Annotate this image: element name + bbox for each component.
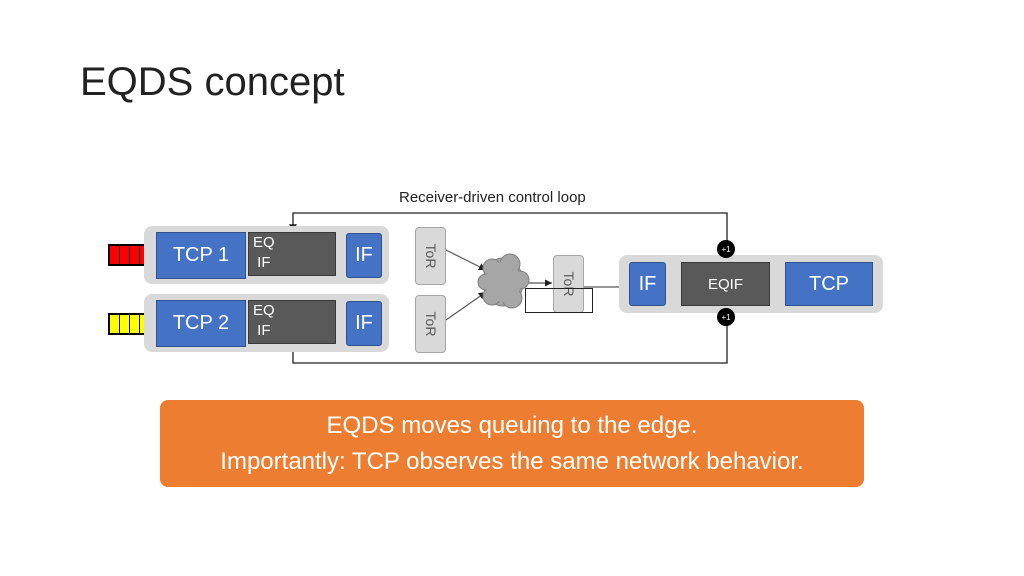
sender-2-if-box: IF [346, 301, 382, 346]
sender-2-tcp-box: TCP 2 [156, 300, 246, 347]
control-loop-top-line [289, 212, 728, 243]
eq-label: EQ [253, 302, 275, 319]
callout-line-2: Importantly: TCP observes the same netwo… [220, 447, 804, 475]
queue-slot [110, 315, 119, 333]
receiver-tor: ToR [553, 255, 584, 313]
sender-1-if-box: IF [346, 233, 382, 278]
receiver-eqif-box: EQIF [681, 262, 770, 306]
queue-slot [120, 246, 129, 264]
if-label: IF [257, 254, 271, 271]
sender-2-eq-if-box: EQ IF [248, 300, 336, 344]
network-cloud [477, 253, 530, 309]
sender-2-tor: ToR [415, 295, 446, 353]
queue-slot [130, 315, 139, 333]
sender-1-tor: ToR [415, 227, 446, 285]
sender-1-tcp-box: TCP 1 [156, 232, 246, 279]
credit-bottom-badge: +1 [717, 308, 735, 326]
receiver-if-box: IF [629, 262, 666, 306]
slide-title: EQDS concept [80, 60, 345, 104]
credit-top-badge: +1 [717, 240, 735, 258]
tor-label: ToR [422, 243, 439, 269]
queue-slot [120, 315, 129, 333]
receiver-tor-outline [525, 288, 593, 313]
receiver-tcp-box: TCP [785, 262, 873, 306]
callout-line-1: EQDS moves queuing to the edge. [326, 411, 698, 439]
control-loop-label: Receiver-driven control loop [399, 189, 586, 206]
summary-callout: EQDS moves queuing to the edge. Importan… [160, 400, 864, 487]
eq-label: EQ [253, 234, 275, 251]
if-label: IF [257, 322, 271, 339]
control-loop-bottom-line [292, 325, 728, 364]
tor-label: ToR [422, 311, 439, 337]
queue-slot [130, 246, 139, 264]
queue-slot [110, 246, 119, 264]
sender-1-eq-if-box: EQ IF [248, 232, 336, 276]
